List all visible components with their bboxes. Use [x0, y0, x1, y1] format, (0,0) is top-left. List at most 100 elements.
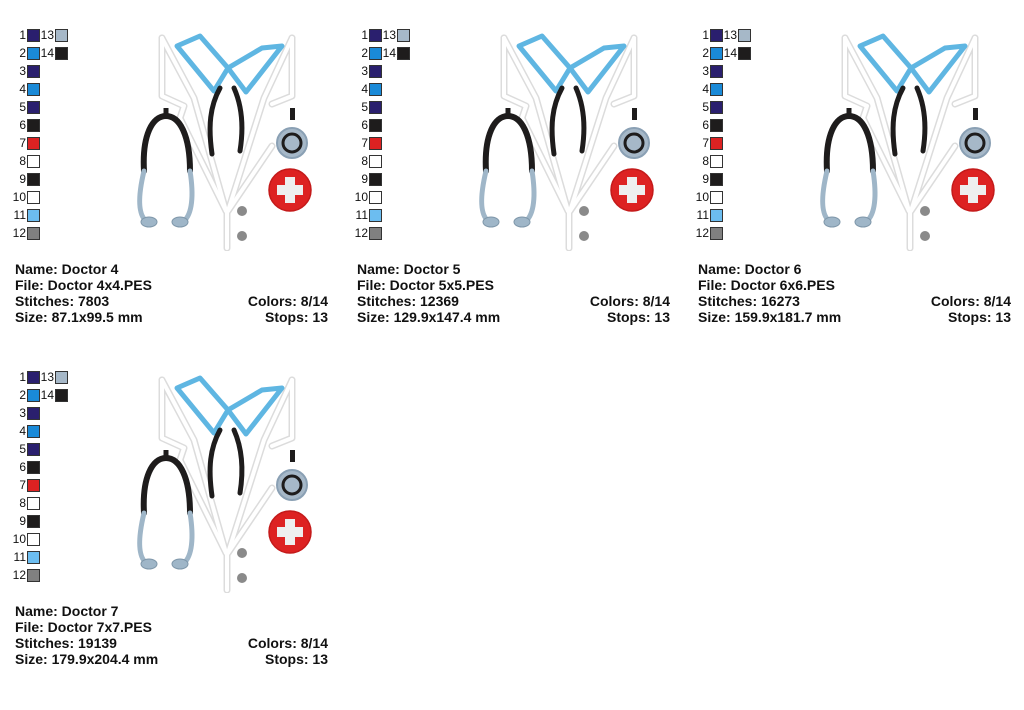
design-info: Name: Doctor 4 File: Doctor 4x4.PES Stit… — [15, 261, 328, 325]
thread-color-swatch-10: 10 — [10, 190, 40, 204]
thread-color-swatch-2: 2 — [10, 388, 40, 402]
design-size: Size: 159.9x181.7 mm — [698, 309, 842, 325]
color-swatch — [27, 208, 40, 222]
swatch-number: 11 — [696, 208, 709, 222]
color-swatch — [397, 46, 410, 60]
color-swatch — [710, 64, 723, 78]
color-swatch — [27, 118, 40, 132]
color-swatch — [369, 46, 382, 60]
thread-color-swatch-11: 11 — [10, 208, 40, 222]
color-swatch — [27, 514, 40, 528]
color-count: Colors: 8/14 — [247, 293, 328, 309]
color-swatch — [27, 478, 40, 492]
color-swatch — [27, 532, 40, 546]
swatch-number: 5 — [702, 100, 709, 114]
color-swatch — [369, 28, 382, 42]
swatch-number: 5 — [19, 100, 26, 114]
thread-color-swatch-13: 13 — [38, 370, 68, 384]
swatch-number: 12 — [695, 226, 709, 240]
color-swatch — [27, 424, 40, 438]
color-swatch — [710, 118, 723, 132]
thread-color-swatch-5: 5 — [10, 442, 40, 456]
thread-color-swatch-1: 1 — [10, 28, 40, 42]
swatch-number: 2 — [702, 46, 709, 60]
swatch-number: 1 — [361, 28, 368, 42]
doctor-coat-embroidery-image — [479, 33, 654, 251]
swatch-number: 13 — [723, 28, 737, 42]
swatch-number: 4 — [361, 82, 368, 96]
thread-color-swatch-10: 10 — [10, 532, 40, 546]
swatch-number: 5 — [19, 442, 26, 456]
color-swatch — [27, 568, 40, 582]
swatch-number: 9 — [361, 172, 368, 186]
thread-color-swatch-14: 14 — [38, 388, 68, 402]
stitch-count: Stitches: 19139 — [15, 635, 117, 651]
design-info: Name: Doctor 7 File: Doctor 7x7.PES Stit… — [15, 603, 328, 667]
swatch-number: 14 — [723, 46, 737, 60]
color-swatch — [55, 28, 68, 42]
swatch-number: 3 — [702, 64, 709, 78]
color-swatch — [27, 442, 40, 456]
color-swatch — [710, 154, 723, 168]
color-swatch — [710, 190, 723, 204]
thread-color-swatch-3: 3 — [352, 64, 382, 78]
design-size: Size: 87.1x99.5 mm — [15, 309, 143, 325]
color-swatch — [55, 370, 68, 384]
swatch-number: 4 — [19, 82, 26, 96]
swatch-number: 13 — [382, 28, 396, 42]
thread-color-swatch-14: 14 — [721, 46, 751, 60]
thread-color-swatch-3: 3 — [10, 406, 40, 420]
swatch-number: 4 — [19, 424, 26, 438]
color-swatch — [710, 136, 723, 150]
color-swatch — [369, 172, 382, 186]
thread-color-swatch-8: 8 — [352, 154, 382, 168]
color-swatch — [27, 82, 40, 96]
color-swatch — [369, 82, 382, 96]
color-swatch — [369, 118, 382, 132]
swatch-number: 12 — [12, 226, 26, 240]
swatch-number: 8 — [702, 154, 709, 168]
swatch-number: 8 — [19, 496, 26, 510]
thread-color-swatch-2: 2 — [10, 46, 40, 60]
thread-color-swatch-13: 13 — [380, 28, 410, 42]
swatch-number: 1 — [19, 370, 26, 384]
thread-color-swatch-4: 4 — [10, 424, 40, 438]
color-swatch — [710, 208, 723, 222]
thread-color-swatch-5: 5 — [693, 100, 723, 114]
swatch-number: 11 — [13, 208, 26, 222]
color-swatch — [27, 370, 40, 384]
stop-count: Stops: 13 — [264, 309, 328, 325]
thread-color-swatch-2: 2 — [352, 46, 382, 60]
color-swatch — [710, 82, 723, 96]
color-swatch — [27, 406, 40, 420]
thread-color-swatch-10: 10 — [693, 190, 723, 204]
color-swatch — [27, 136, 40, 150]
swatch-number: 5 — [361, 100, 368, 114]
swatch-number: 6 — [19, 460, 26, 474]
swatch-number: 3 — [19, 64, 26, 78]
color-swatch — [369, 100, 382, 114]
stop-count: Stops: 13 — [606, 309, 670, 325]
thread-color-swatch-8: 8 — [10, 154, 40, 168]
swatch-number: 9 — [19, 514, 26, 528]
color-swatch — [27, 496, 40, 510]
swatch-number: 7 — [702, 136, 709, 150]
color-swatch — [27, 154, 40, 168]
thread-color-swatch-10: 10 — [352, 190, 382, 204]
swatch-number: 10 — [695, 190, 709, 204]
swatch-number: 3 — [19, 406, 26, 420]
design-size: Size: 179.9x204.4 mm — [15, 651, 159, 667]
thread-color-swatch-11: 11 — [10, 550, 40, 564]
thread-color-swatch-12: 12 — [693, 226, 723, 240]
swatch-number: 9 — [702, 172, 709, 186]
thread-color-swatch-7: 7 — [352, 136, 382, 150]
swatch-number: 7 — [19, 136, 26, 150]
doctor-coat-embroidery-image — [137, 375, 312, 593]
color-swatch — [369, 136, 382, 150]
color-swatch — [369, 208, 382, 222]
thread-color-swatch-4: 4 — [10, 82, 40, 96]
swatch-number: 7 — [361, 136, 368, 150]
swatch-number: 10 — [354, 190, 368, 204]
swatch-number: 6 — [702, 118, 709, 132]
